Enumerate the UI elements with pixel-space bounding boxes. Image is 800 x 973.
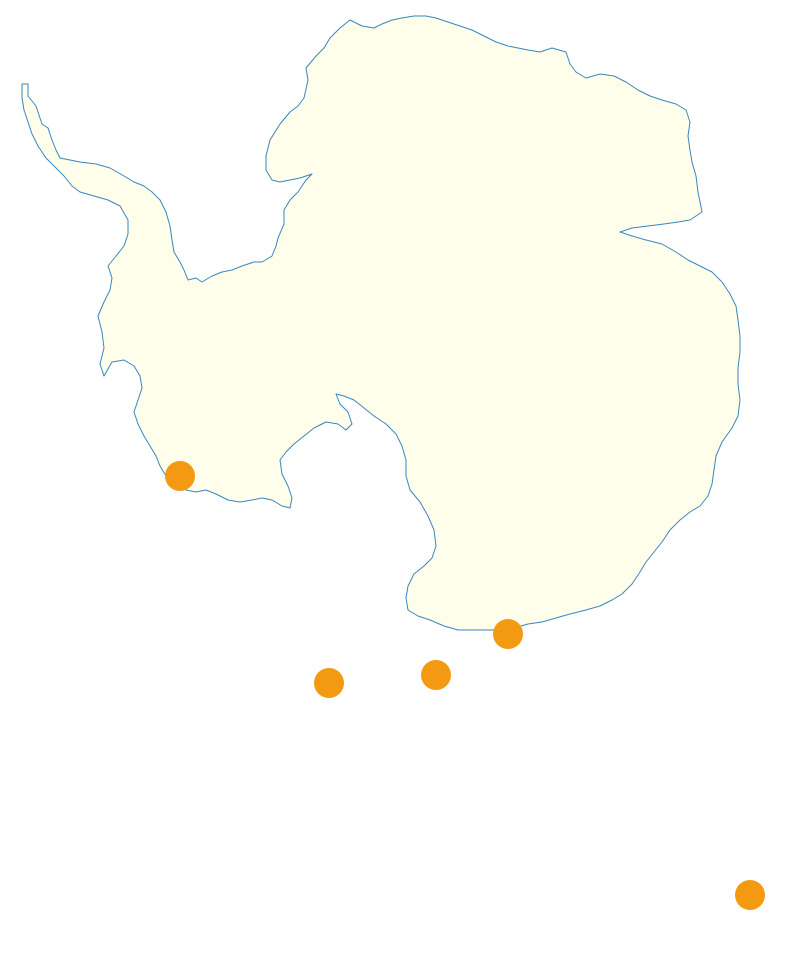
location-marker[interactable] — [165, 461, 195, 491]
location-marker[interactable] — [421, 660, 451, 690]
location-marker[interactable] — [314, 668, 344, 698]
antarctica-landmass — [21, 15, 741, 631]
location-marker[interactable] — [735, 880, 765, 910]
location-marker[interactable] — [493, 619, 523, 649]
marker-layer — [165, 461, 765, 910]
